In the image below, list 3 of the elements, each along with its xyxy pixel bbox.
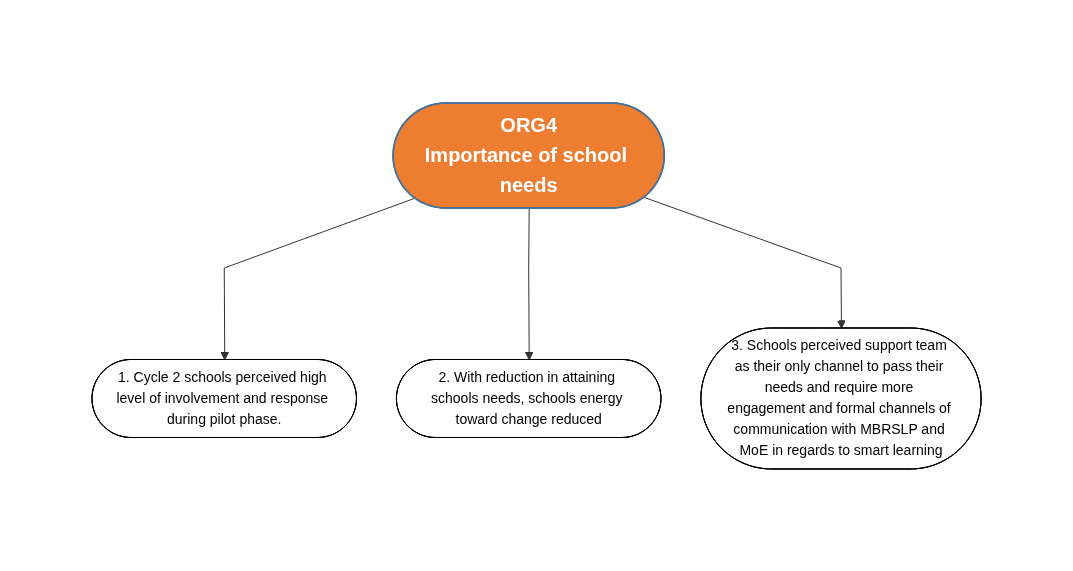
arrow [643,196,846,329]
arrow [524,207,534,360]
arrow [220,197,416,360]
